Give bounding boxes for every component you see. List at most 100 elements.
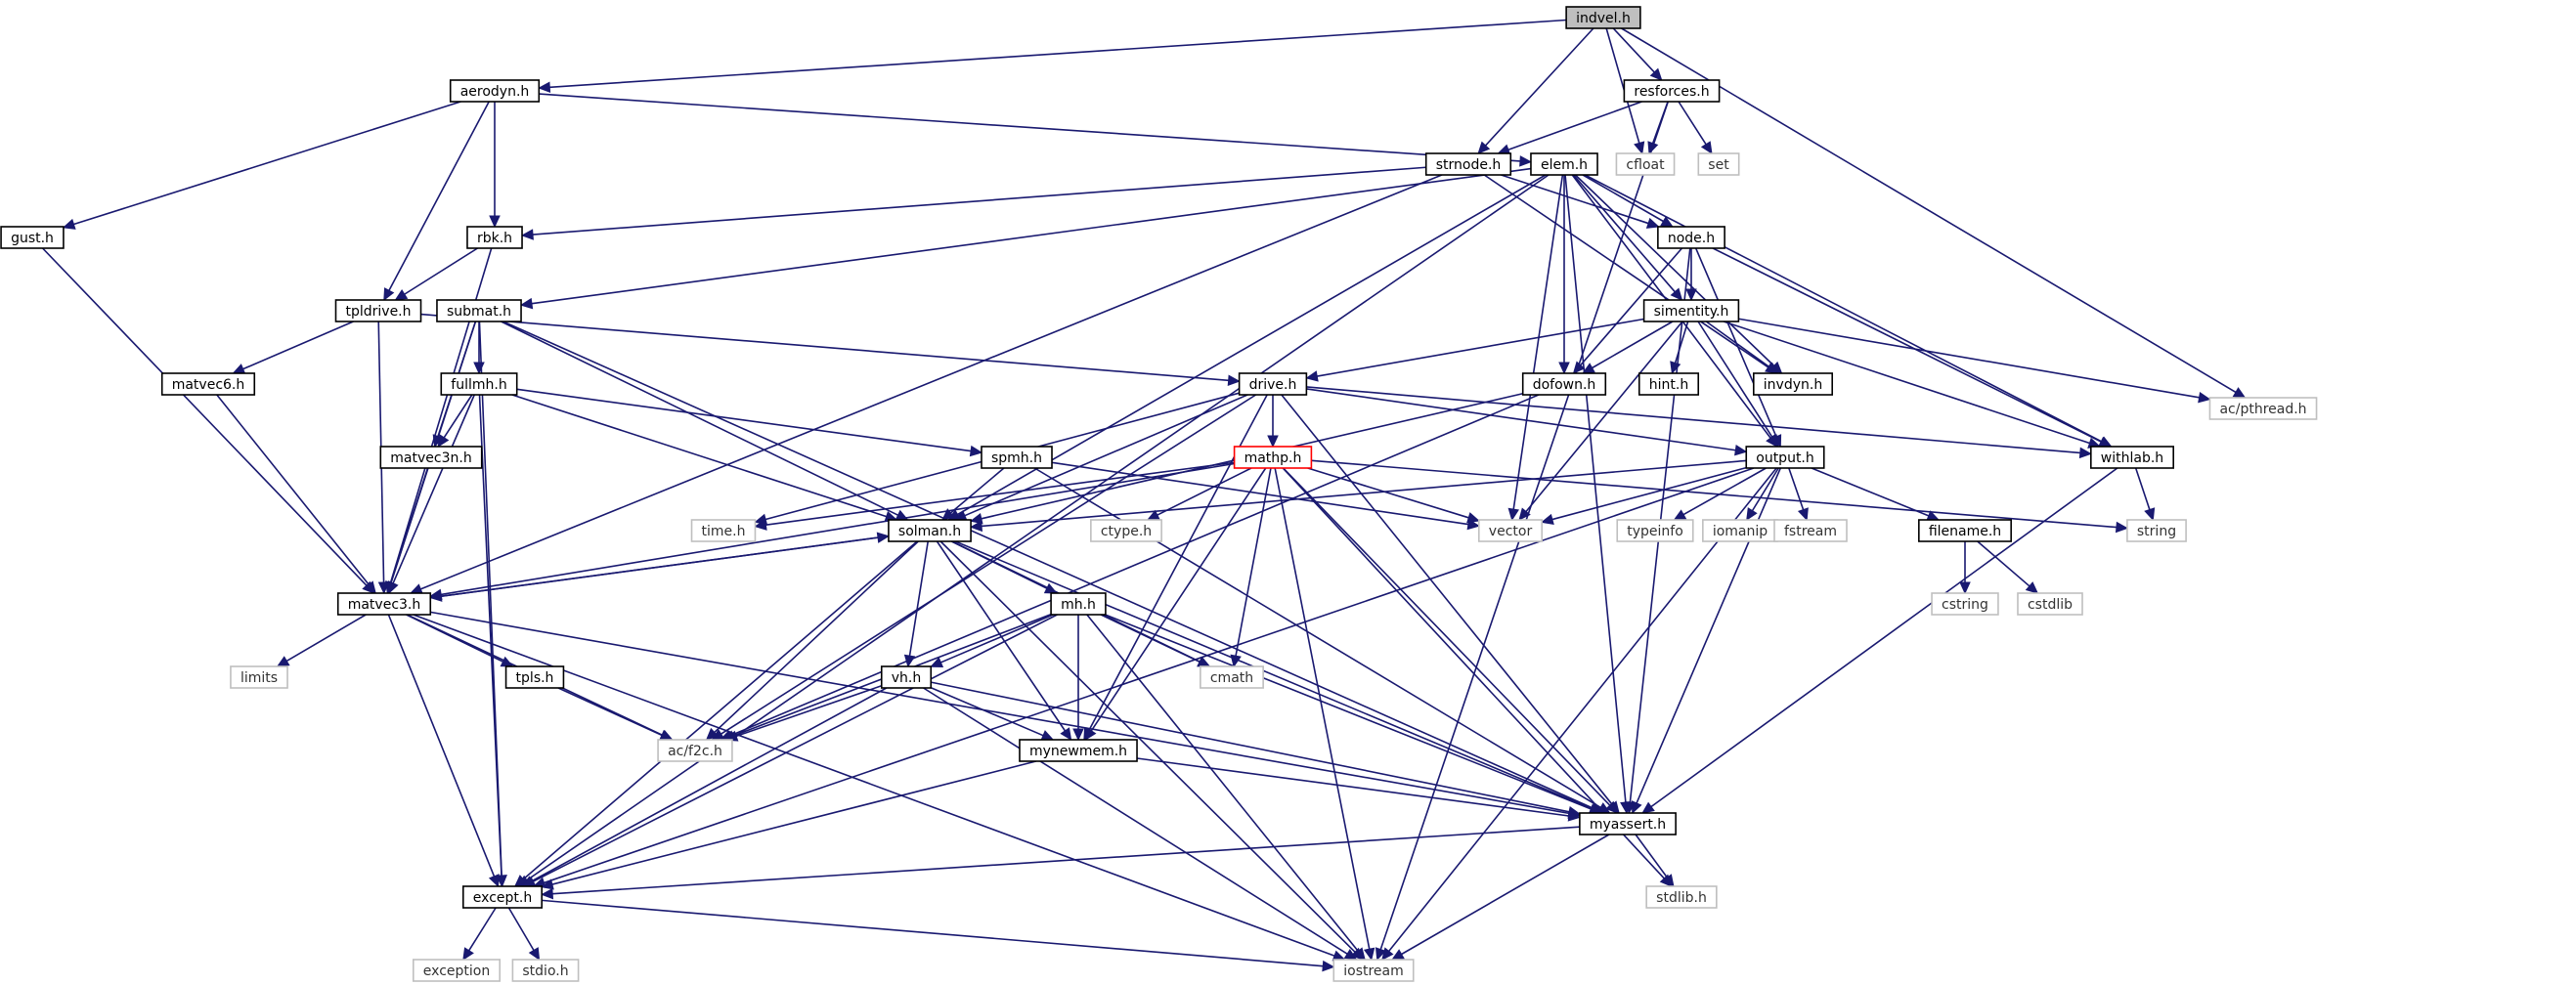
edge-except-to-exception: [468, 907, 497, 952]
edge-gust-to-matvec3: [41, 247, 368, 586]
node-mh[interactable]: mh.h: [1050, 592, 1107, 616]
edge-arrowhead-output-to-typeinfo: [1673, 509, 1687, 521]
node-label-submat: submat.h: [447, 304, 511, 320]
edge-spmh-to-solman: [949, 467, 1005, 514]
node-box-solman: [888, 519, 972, 542]
node-indvel[interactable]: indvel.h: [1565, 6, 1641, 29]
node-mathp[interactable]: mathp.h: [1233, 446, 1313, 469]
node-vector: vector: [1477, 519, 1544, 542]
node-matvec3n[interactable]: matvec3n.h: [379, 446, 483, 469]
node-matvec6[interactable]: matvec6.h: [160, 372, 256, 396]
edge-arrowhead-spmh-to-solman: [941, 508, 955, 521]
node-label-iostream: iostream: [1343, 964, 1404, 979]
node-box-aerodyn: [449, 79, 541, 103]
node-box-cstring: [1931, 592, 1999, 616]
edge-simentity-to-acpthread: [1738, 318, 2200, 399]
node-label-mynewmem: mynewmem.h: [1029, 744, 1127, 759]
node-filename[interactable]: filename.h: [1918, 519, 2012, 542]
edge-simentity-to-hint: [1674, 321, 1689, 364]
node-spmh[interactable]: spmh.h: [981, 446, 1053, 469]
node-box-spmh: [981, 446, 1053, 469]
edge-output-to-vector: [1551, 466, 1747, 521]
edge-matvec3n-to-matvec3: [390, 467, 429, 583]
edge-arrowhead-fullmh-to-matvec3n: [437, 434, 450, 449]
node-box-acf2c: [657, 739, 733, 762]
node-strnode[interactable]: strnode.h: [1424, 152, 1512, 176]
node-rbk[interactable]: rbk.h: [466, 226, 523, 249]
node-output[interactable]: output.h: [1745, 446, 1825, 469]
node-invdyn[interactable]: invdyn.h: [1752, 372, 1834, 396]
node-simentity[interactable]: simentity.h: [1642, 299, 1740, 322]
node-resforces[interactable]: resforces.h: [1623, 79, 1721, 103]
node-box-cfloat: [1615, 152, 1676, 176]
edge-submat-to-solman: [501, 321, 898, 516]
node-aerodyn[interactable]: aerodyn.h: [449, 79, 541, 103]
node-tpls[interactable]: tpls.h: [504, 665, 565, 689]
edge-elem-to-simentity: [1572, 174, 1676, 293]
node-label-mathp: mathp.h: [1244, 450, 1302, 466]
edge-arrowhead-indvel-to-cfloat: [1634, 141, 1645, 155]
edge-arrowhead-drive-to-output: [1734, 444, 1748, 456]
edge-arrowhead-withlab-to-string: [2144, 507, 2156, 522]
node-label-matvec3: matvec3.h: [348, 597, 421, 613]
node-box-gust: [0, 226, 65, 249]
node-label-output: output.h: [1756, 450, 1814, 466]
edge-solman-to-iostream: [939, 540, 1356, 953]
node-label-string: string: [2137, 524, 2176, 539]
edge-arrowhead-mathp-to-vector: [1466, 512, 1480, 524]
node-gust[interactable]: gust.h: [0, 226, 65, 249]
node-box-invdyn: [1752, 372, 1834, 396]
edge-node-to-dofown: [1580, 247, 1683, 366]
node-fullmh[interactable]: fullmh.h: [440, 372, 518, 396]
node-except[interactable]: except.h: [461, 885, 544, 909]
node-box-except: [461, 885, 544, 909]
node-solman[interactable]: solman.h: [888, 519, 972, 542]
edge-arrowhead-tpldrive-to-matvec6: [232, 364, 246, 374]
edge-matvec3-to-iostream: [413, 614, 1335, 957]
node-vh[interactable]: vh.h: [880, 665, 933, 689]
edge-elem-to-solman: [957, 174, 1547, 516]
edge-arrowhead-matvec6-to-matvec3: [364, 580, 376, 594]
edge-arrowhead-aerodyn-to-elem: [1519, 155, 1533, 167]
node-hint[interactable]: hint.h: [1637, 372, 1700, 396]
edge-mathp-to-stdlib: [1282, 467, 1665, 879]
node-mynewmem[interactable]: mynewmem.h: [1019, 739, 1138, 762]
edge-strnode-to-rbk: [532, 166, 1426, 236]
node-dofown[interactable]: dofown.h: [1521, 372, 1607, 396]
edge-arrowhead-myassert-to-except: [541, 887, 554, 900]
edge-simentity-to-drive: [1317, 318, 1644, 377]
node-box-output: [1745, 446, 1825, 469]
edge-submat-to-myassert: [502, 321, 1594, 810]
edge-matvec3-to-solman: [430, 536, 879, 599]
node-node[interactable]: node.h: [1657, 226, 1725, 249]
node-submat[interactable]: submat.h: [436, 299, 522, 322]
edge-except-to-stdio: [507, 907, 535, 951]
edge-node-to-withlab: [1712, 247, 2102, 443]
edge-arrowhead-except-to-exception: [462, 947, 474, 962]
node-tpldrive[interactable]: tpldrive.h: [334, 299, 422, 322]
node-label-matvec3n: matvec3n.h: [390, 450, 471, 466]
edge-arrowhead-fullmh-to-except: [496, 875, 507, 888]
edge-arrowhead-filename-to-cstring: [1959, 581, 1971, 595]
edge-arrowhead-submat-to-fullmh: [473, 362, 485, 375]
node-elem[interactable]: elem.h: [1530, 152, 1598, 176]
edge-arrowhead-output-to-myassert: [1631, 800, 1642, 815]
edge-arrowhead-mh-to-vh: [930, 657, 944, 668]
edge-solman-to-acf2c: [714, 540, 919, 734]
edge-strnode-to-matvec3: [420, 174, 1443, 590]
edge-solman-to-myassert: [954, 540, 1593, 810]
node-label-dofown: dofown.h: [1533, 377, 1596, 393]
node-matvec3[interactable]: matvec3.h: [336, 592, 432, 616]
edge-arrowhead-matvec3-to-limits: [276, 656, 290, 667]
edge-output-to-fstream: [1788, 467, 1805, 510]
node-drive[interactable]: drive.h: [1238, 372, 1308, 396]
node-cstdlib: cstdlib: [2017, 592, 2083, 616]
node-box-iostream: [1332, 959, 1415, 982]
node-withlab[interactable]: withlab.h: [2090, 446, 2174, 469]
edge-arrowhead-matvec3-to-solman: [876, 532, 891, 543]
node-myassert[interactable]: myassert.h: [1579, 812, 1677, 835]
node-label-hint: hint.h: [1649, 377, 1688, 393]
edge-withlab-to-myassert: [1650, 467, 2118, 808]
node-box-fstream: [1773, 519, 1848, 542]
